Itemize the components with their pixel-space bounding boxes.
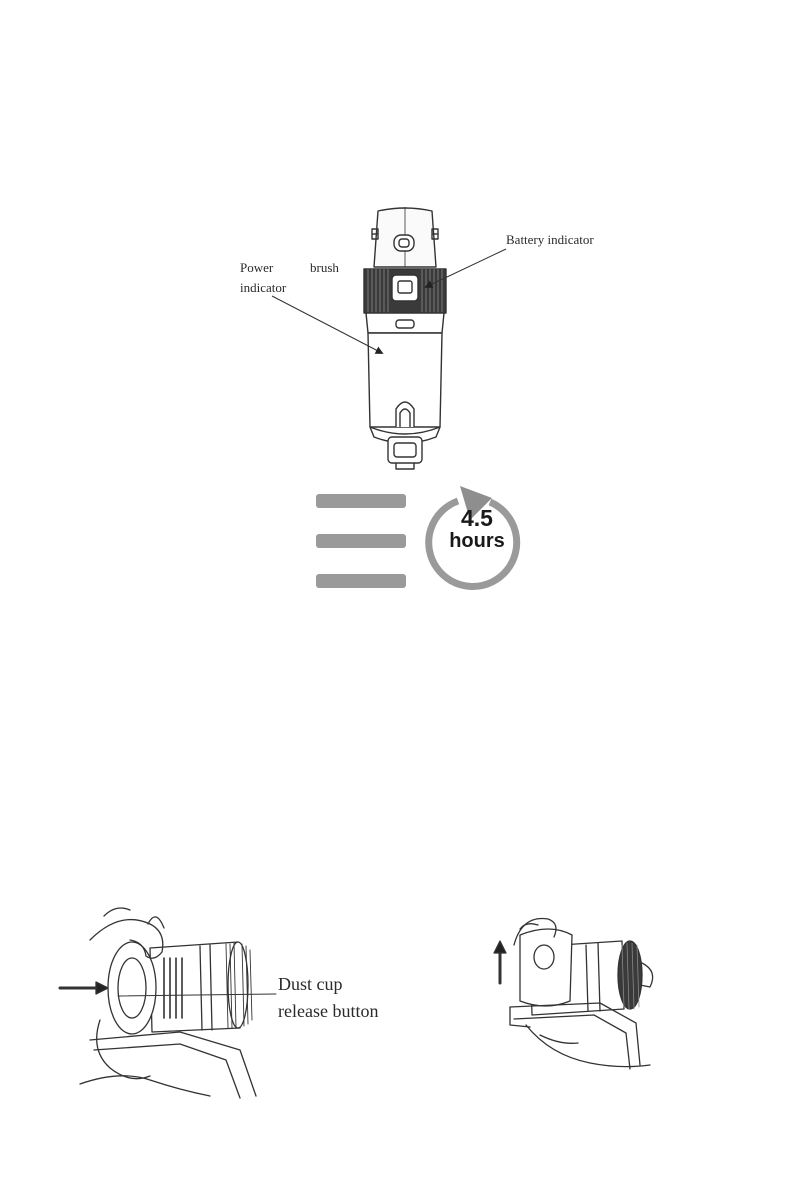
dust-cup-release-button-label: Dust cup release button: [278, 971, 378, 1025]
power-label-word-1: Power: [240, 258, 310, 278]
leader-lines: [0, 0, 795, 600]
battery-indicator-label: Battery indicator: [506, 232, 594, 248]
power-label-word-2: brush: [310, 260, 339, 275]
charge-time-unit: hours: [428, 530, 526, 552]
power-label-line-2: indicator: [240, 280, 286, 295]
charge-bar-3: [316, 574, 406, 588]
dust-cup-label-line-1: Dust cup: [278, 974, 343, 994]
power-brush-leader-line: [272, 296, 380, 352]
lift-dust-cup-illustration: [490, 905, 670, 1080]
charge-bar-1: [316, 494, 406, 508]
dust-cup-label-line-2: release button: [278, 1001, 378, 1021]
battery-leader-line: [428, 249, 506, 286]
press-release-button-illustration: [60, 900, 280, 1100]
charge-bar-2: [316, 534, 406, 548]
charge-time-value: 4.5: [428, 506, 526, 530]
charge-time-readout: 4.5 hours: [428, 506, 526, 552]
